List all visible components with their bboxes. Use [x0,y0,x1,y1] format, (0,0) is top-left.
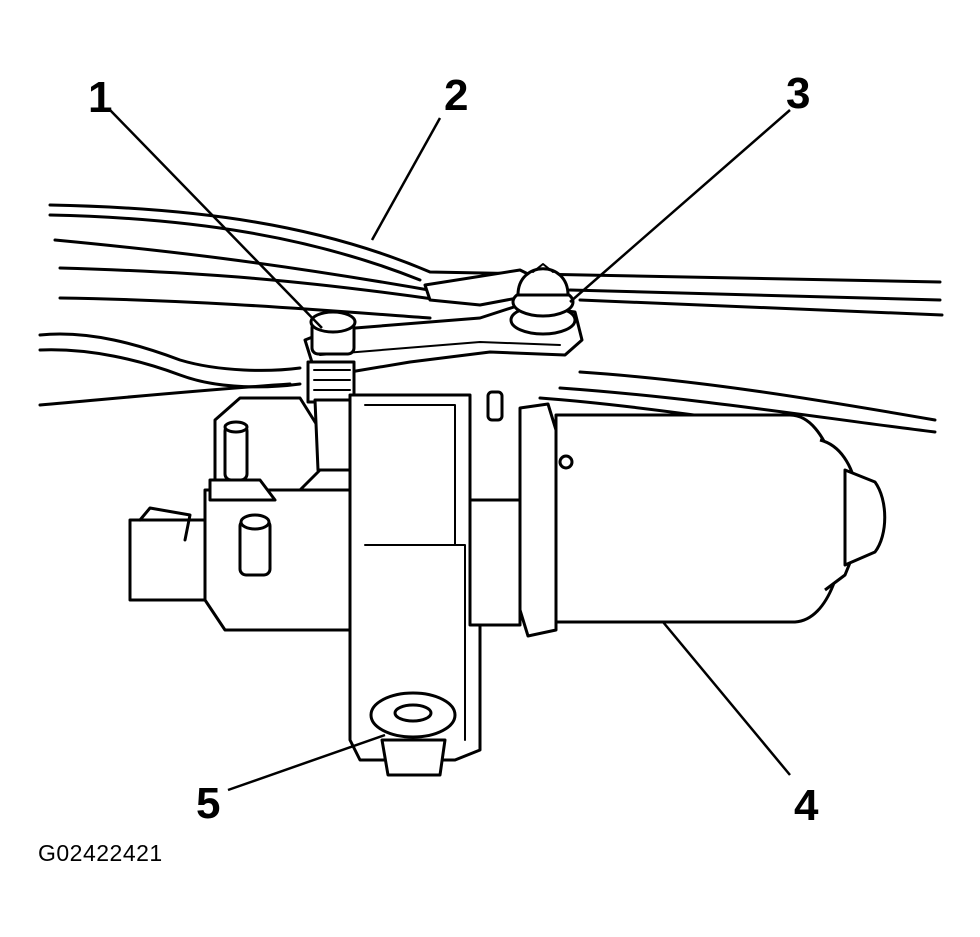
leader-line-2 [370,117,442,241]
figure-id: G02422421 [38,840,163,866]
callout-2: 2 [444,71,468,120]
callout-4: 4 [794,781,819,830]
leader-lines [109,109,791,792]
leader-line-4 [662,621,791,776]
wiper-motor [468,390,887,638]
crank-arm-nut [306,310,357,404]
callout-1: 1 [88,73,112,122]
mounting-bolt [369,691,457,777]
mounting-bracket [348,393,482,762]
leader-line-5 [227,733,386,792]
upper-linkage-rod [48,203,944,320]
callout-5: 5 [196,779,220,828]
leader-line-1 [109,109,323,329]
leader-line-3 [569,109,791,303]
callout-3: 3 [786,69,810,118]
ball-stud [509,263,577,336]
